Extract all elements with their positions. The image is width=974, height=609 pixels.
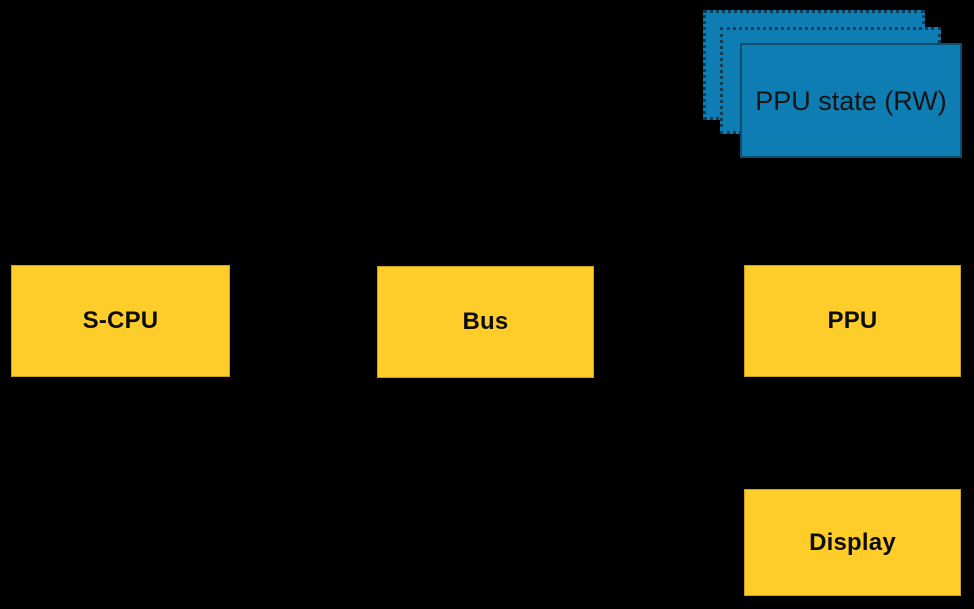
block-display[interactable]: Display <box>744 489 961 596</box>
ppu-state-card-rw[interactable]: PPU state (RW) <box>740 43 962 158</box>
ppu-state-card-rw-label: PPU state (RW) <box>755 86 947 116</box>
block-ppu[interactable]: PPU <box>744 265 961 377</box>
block-ppu-label: PPU <box>827 307 878 334</box>
block-s-cpu[interactable]: S-CPU <box>11 265 230 377</box>
block-bus[interactable]: Bus <box>377 266 594 378</box>
block-bus-label: Bus <box>462 308 509 335</box>
block-display-label: Display <box>809 528 896 556</box>
block-s-cpu-label: S-CPU <box>82 307 159 334</box>
